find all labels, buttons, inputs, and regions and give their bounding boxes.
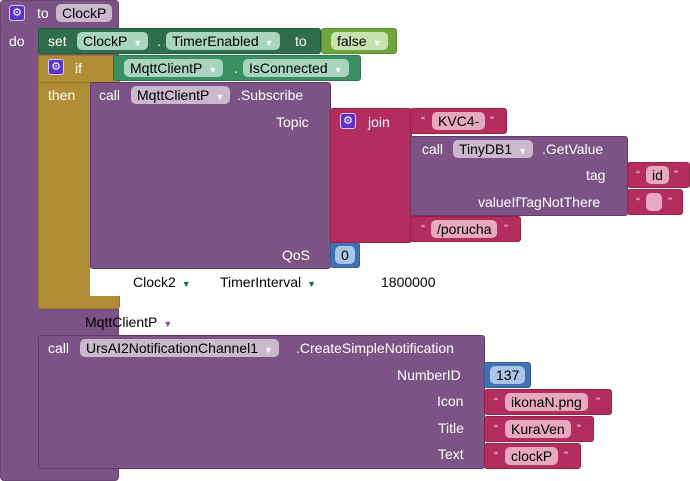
ghost-timerinterval-value: 1800000 bbox=[381, 274, 436, 290]
ghost-mqttclient-component[interactable]: MqttClientP▼ bbox=[85, 314, 173, 330]
set-component-dropdown[interactable]: ClockP ▼ bbox=[77, 32, 149, 50]
ghost-clock2-component[interactable]: Clock2▼ bbox=[133, 274, 191, 290]
text-string-field[interactable]: id bbox=[646, 166, 669, 184]
close-quote-icon: ” bbox=[577, 422, 581, 436]
close-quote-icon: ” bbox=[674, 168, 678, 182]
subscribe-component-label: MqttClientP bbox=[137, 87, 210, 103]
close-quote-icon: ” bbox=[668, 195, 672, 209]
text-string-field[interactable]: /porucha bbox=[431, 220, 498, 238]
join-keyword: join bbox=[368, 114, 390, 130]
subscribe-call-block[interactable] bbox=[90, 82, 331, 269]
param-icon-label: Icon bbox=[437, 393, 464, 409]
param-valueiftagnotthere-label: valueIfTagNotThere bbox=[478, 194, 601, 210]
numberid-number-field[interactable]: 137 bbox=[490, 366, 526, 384]
boolean-dropdown[interactable]: false ▼ bbox=[331, 32, 388, 50]
set-component-label: ClockP bbox=[83, 33, 128, 49]
chevron-down-icon: ▼ bbox=[133, 38, 143, 48]
then-keyword: then bbox=[48, 87, 76, 103]
isconnected-property-dropdown[interactable]: IsConnected ▼ bbox=[243, 59, 349, 77]
param-topic-label: Topic bbox=[276, 114, 309, 130]
getvalue-component-dropdown[interactable]: TinyDB1 ▼ bbox=[453, 140, 534, 158]
chevron-down-icon: ▼ bbox=[307, 279, 317, 289]
param-title-label: Title bbox=[438, 420, 464, 436]
chevron-down-icon: ▼ bbox=[372, 38, 382, 48]
set-property-dropdown[interactable]: TimerEnabled ▼ bbox=[166, 32, 280, 50]
set-to-label: to bbox=[295, 33, 307, 49]
open-quote-icon: “ bbox=[494, 449, 498, 463]
param-tag-label: tag bbox=[586, 167, 606, 183]
notification-component-dropdown[interactable]: UrsAI2NotificationChannel1 ▼ bbox=[80, 339, 279, 357]
boolean-value: false bbox=[337, 33, 367, 49]
text-string-field[interactable]: KVC4- bbox=[432, 112, 486, 130]
chevron-down-icon: ▼ bbox=[333, 65, 343, 75]
isconnected-component-label: MqttClientP bbox=[130, 60, 203, 76]
notification-method-label: .CreateSimpleNotification bbox=[296, 340, 454, 356]
getvalue-component-label: TinyDB1 bbox=[459, 141, 513, 157]
chevron-down-icon: ▼ bbox=[518, 146, 528, 156]
chevron-down-icon: ▼ bbox=[215, 92, 225, 102]
subscribe-call-keyword: call bbox=[99, 87, 121, 103]
qos-number-field[interactable]: 0 bbox=[335, 246, 355, 264]
procedure-to-label: to bbox=[37, 5, 49, 21]
getvalue-call-block[interactable] bbox=[410, 136, 628, 216]
createnotification-call-block[interactable] bbox=[38, 335, 485, 469]
open-quote-icon: “ bbox=[636, 168, 640, 182]
open-quote-icon: “ bbox=[494, 395, 498, 409]
close-quote-icon: ” bbox=[490, 114, 494, 128]
text-string-field[interactable]: clockP bbox=[505, 447, 559, 465]
text-string-field[interactable]: ikonaN.png bbox=[505, 393, 588, 411]
open-quote-icon: “ bbox=[636, 195, 640, 209]
notification-call-keyword: call bbox=[48, 340, 70, 356]
isconnected-property-label: IsConnected bbox=[249, 60, 328, 76]
set-dot: . bbox=[157, 33, 161, 49]
set-keyword: set bbox=[48, 33, 67, 49]
ghost-timerinterval-property[interactable]: TimerInterval▼ bbox=[220, 274, 317, 290]
text-string-field[interactable] bbox=[646, 193, 662, 211]
param-qos-label: QoS bbox=[282, 247, 311, 263]
subscribe-method-label: .Subscribe bbox=[237, 87, 304, 103]
if-keyword: if bbox=[75, 60, 82, 76]
set-property-label: TimerEnabled bbox=[172, 33, 259, 49]
param-numberid-label: NumberID bbox=[397, 367, 461, 383]
chevron-down-icon: ▼ bbox=[263, 345, 273, 355]
if-block-inner-gap bbox=[90, 268, 120, 296]
param-text-label: Text bbox=[438, 446, 464, 462]
procedure-name-field[interactable]: ClockP bbox=[56, 4, 113, 22]
chevron-down-icon: ▼ bbox=[208, 65, 218, 75]
open-quote-icon: “ bbox=[421, 222, 425, 236]
getvalue-method-label: .GetValue bbox=[542, 141, 604, 157]
close-quote-icon: ” bbox=[564, 449, 568, 463]
chevron-down-icon: ▼ bbox=[181, 279, 191, 289]
procedure-do-label: do bbox=[9, 33, 25, 49]
text-string-field[interactable]: KuraVen bbox=[505, 420, 571, 438]
subscribe-component-dropdown[interactable]: MqttClientP ▼ bbox=[131, 86, 231, 104]
notification-component-label: UrsAI2NotificationChannel1 bbox=[86, 340, 258, 356]
mutator-gear-icon[interactable]: ⚙ bbox=[9, 5, 25, 21]
isconnected-dot: . bbox=[234, 60, 238, 76]
if-mutator-gear-icon[interactable]: ⚙ bbox=[48, 59, 64, 75]
chevron-down-icon: ▼ bbox=[163, 319, 173, 329]
open-quote-icon: “ bbox=[494, 422, 498, 436]
open-quote-icon: “ bbox=[421, 114, 425, 128]
isconnected-component-dropdown[interactable]: MqttClientP ▼ bbox=[124, 59, 224, 77]
close-quote-icon: ” bbox=[504, 222, 508, 236]
chevron-down-icon: ▼ bbox=[264, 38, 274, 48]
join-mutator-gear-icon[interactable]: ⚙ bbox=[340, 113, 356, 129]
close-quote-icon: ” bbox=[596, 395, 600, 409]
getvalue-call-keyword: call bbox=[422, 141, 444, 157]
